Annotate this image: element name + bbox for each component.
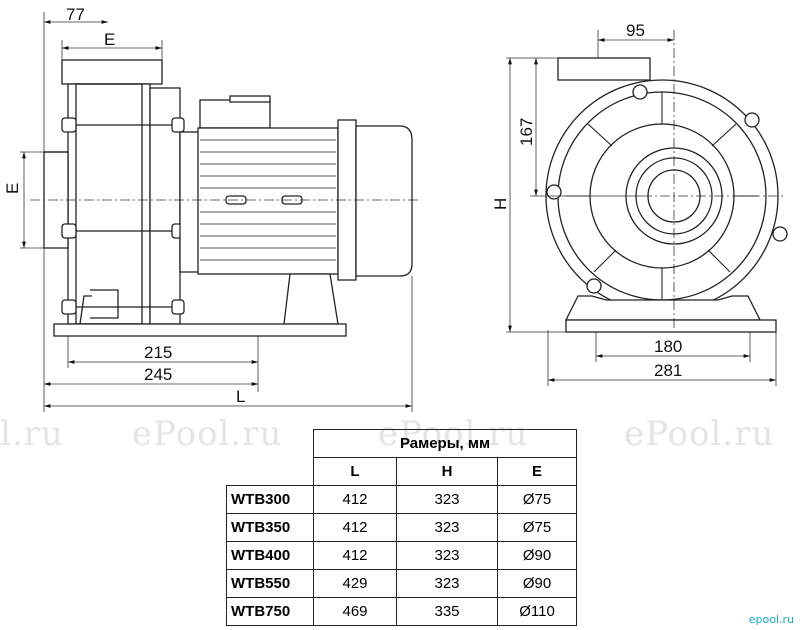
housing-bolts [61, 117, 185, 315]
dim-side-feet: 245 [144, 365, 172, 384]
dim-front-height: H [491, 198, 510, 210]
e-cell: Ø75 [497, 513, 577, 542]
e-cell: Ø90 [497, 541, 577, 570]
table-title: Рамеры, мм [313, 429, 577, 458]
e-cell: Ø110 [497, 597, 577, 626]
dim-side-base: 215 [144, 343, 172, 362]
h-cell: 335 [396, 597, 498, 626]
model-cell: WTB350 [226, 513, 314, 542]
table-header-l: L [313, 457, 397, 486]
fan-cap [355, 125, 413, 277]
dimensions-table: Рамеры, мм L H E WTB300 412 323 Ø75 WTB3… [226, 429, 577, 626]
front-base-plate [565, 319, 777, 333]
dim-front-shaft: 167 [517, 118, 536, 146]
table-header-h: H [396, 457, 498, 486]
outlet-flange-front [557, 57, 651, 81]
motor-adapter [179, 131, 201, 273]
front-view [545, 57, 788, 333]
h-cell: 323 [396, 541, 498, 570]
model-cell: WTB300 [226, 485, 314, 514]
model-cell: WTB550 [226, 569, 314, 598]
dim-side-flange: E [104, 30, 115, 49]
table-row: WTB750 469 335 Ø110 [226, 597, 577, 626]
dim-side-length: L [236, 387, 245, 406]
outlet-flange [61, 59, 163, 85]
terminal-box [199, 99, 271, 129]
brand-logo[interactable]: epool.ru [748, 613, 794, 626]
table-row: WTB550 429 323 Ø90 [226, 569, 577, 598]
front-pedestal [564, 295, 762, 321]
table-header-e: E [497, 457, 577, 486]
l-cell: 412 [313, 541, 397, 570]
motor-foot [283, 273, 339, 325]
model-cell: WTB400 [226, 541, 314, 570]
table-row: WTB300 412 323 Ø75 [226, 485, 577, 514]
model-cell: WTB750 [226, 597, 314, 626]
dim-front-outlet: 95 [626, 21, 645, 40]
table-row: WTB400 412 323 Ø90 [226, 541, 577, 570]
h-cell: 323 [396, 569, 498, 598]
table-row: WTB350 412 323 Ø75 [226, 513, 577, 542]
dim-front-feet: 281 [654, 361, 682, 380]
watermark: ePool.ru [132, 414, 283, 454]
watermark: ePool.ru [624, 414, 775, 454]
l-cell: 429 [313, 569, 397, 598]
dim-side-top: 77 [66, 5, 85, 24]
h-cell: 323 [396, 485, 498, 514]
l-cell: 412 [313, 513, 397, 542]
e-cell: Ø90 [497, 569, 577, 598]
side-view [43, 59, 413, 337]
motor-body [197, 127, 339, 275]
dim-front-base: 180 [654, 337, 682, 356]
watermark-left: l.ru [0, 414, 64, 454]
base-plate [53, 323, 347, 337]
dim-side-inlet: E [3, 183, 22, 194]
cooling-fins [200, 139, 336, 261]
pump-housing [67, 83, 151, 325]
h-cell: 323 [396, 513, 498, 542]
e-cell: Ø75 [497, 485, 577, 514]
l-cell: 469 [313, 597, 397, 626]
l-cell: 412 [313, 485, 397, 514]
